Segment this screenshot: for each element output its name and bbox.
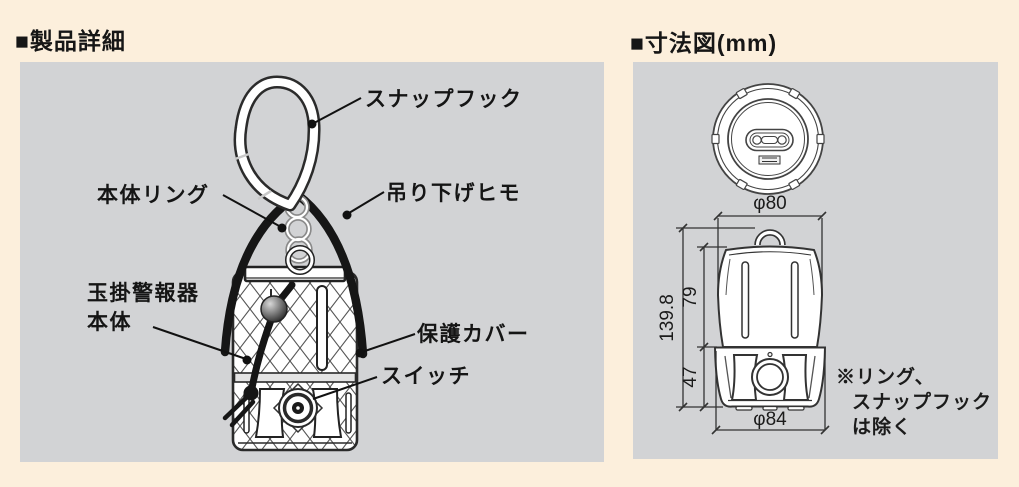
alarm-body-leader [152, 326, 252, 365]
dim-lower-height-label: 47 [680, 366, 701, 387]
product-detail-panel: スナップフック 本体リング 吊り下げヒモ 玉掛警報器 本体 保護カバー スイッチ [20, 62, 604, 462]
dimension-drawing: φ80 139.8 79 47 φ84 ※リング、 スナップフック は除く [657, 83, 992, 438]
brand-label [758, 155, 781, 165]
snap-hook-drawing [233, 75, 321, 212]
snap-hook-leader [307, 97, 362, 129]
dim-top-diameter-line [713, 211, 827, 290]
alarm-body-label-line1: 玉掛警報器 [87, 281, 200, 305]
dimension-panel: φ80 139.8 79 47 φ84 ※リング、 スナップフック は除く [633, 62, 998, 459]
strap-leader [342, 191, 385, 220]
body-ring-leader [222, 194, 287, 233]
dimension-lines [676, 211, 830, 435]
alarm-body-label-line2: 本体 [87, 311, 132, 334]
exclusion-note: ※リング、 スナップフック は除く [836, 365, 992, 438]
body-ring-drawing [285, 245, 315, 275]
dim-total-height-label: 139.8 [657, 294, 678, 342]
protective-cover-drawing [231, 265, 359, 452]
cover-label: 保護カバー [416, 322, 530, 346]
switch-drawing [272, 382, 324, 434]
dim-total-height-line [676, 223, 755, 412]
product-detail-drawing: スナップフック 本体リング 吊り下げヒモ 玉掛警報器 本体 保護カバー スイッチ [87, 75, 530, 452]
snap-hook-label: スナップフック [365, 88, 523, 111]
dim-upper-lower-line [697, 242, 727, 412]
rim-tabs [711, 88, 825, 190]
switch-leader [312, 376, 378, 400]
ball-handle [260, 295, 288, 323]
dim-bottom-diameter-line [711, 351, 830, 435]
dim-upper-height-label: 79 [680, 286, 701, 307]
dimension-title: ■寸法図(mm) [630, 30, 778, 56]
note-line1: ※リング、 [836, 365, 935, 388]
switch-label: スイッチ [381, 365, 471, 388]
cover-leader [355, 333, 416, 358]
dim-top-diameter-label: φ80 [753, 193, 786, 214]
dim-bottom-diameter-label: φ84 [753, 409, 787, 430]
body-ring-label: 本体リング [97, 183, 210, 207]
strap-label: 吊り下げヒモ [386, 182, 521, 205]
product-detail-title: ■製品詳細 [15, 28, 126, 54]
note-line2: スナップフック [852, 390, 992, 413]
pull-cord-drawing [222, 281, 296, 428]
note-line3: は除く [852, 415, 912, 438]
top-view-drawing [711, 83, 825, 195]
side-view-drawing [713, 229, 827, 411]
